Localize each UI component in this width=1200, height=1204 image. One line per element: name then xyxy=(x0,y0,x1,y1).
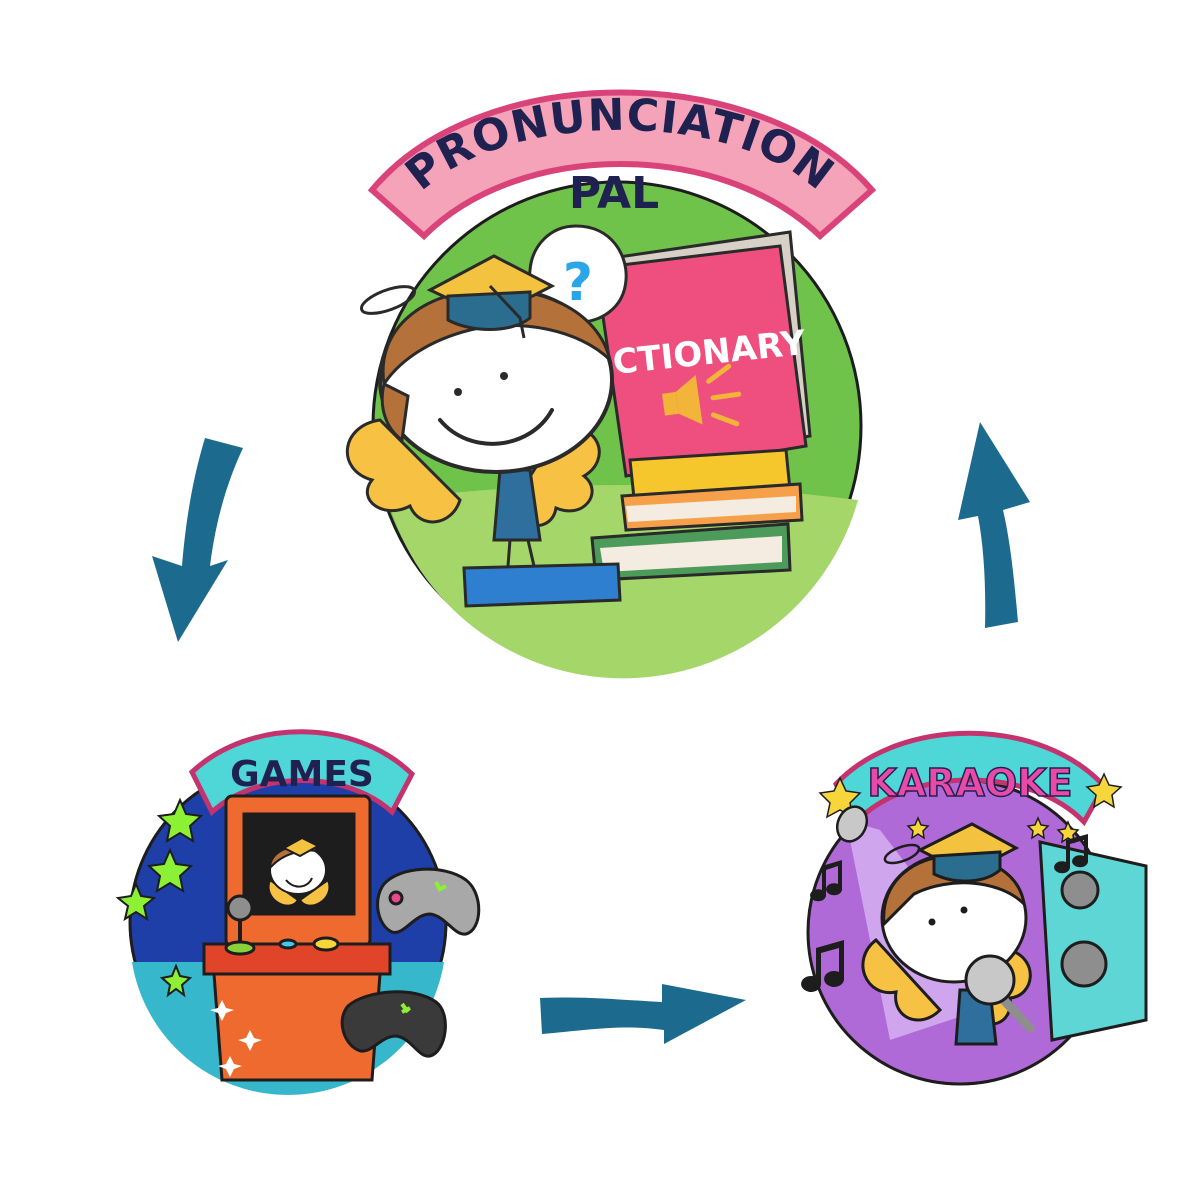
karaoke-badge[interactable]: KARAOKE xyxy=(801,730,1148,1086)
games-badge[interactable]: GAMES xyxy=(115,729,481,1095)
dictionary-book: DICTIONARY xyxy=(570,230,812,478)
graduation-cap-icon xyxy=(426,254,556,339)
graduation-cap-icon xyxy=(916,822,1020,883)
title-line-2: PAL xyxy=(569,168,659,219)
title-banner xyxy=(367,89,877,241)
speaker-box xyxy=(1038,840,1148,1042)
cycle-arrows xyxy=(152,422,1030,1044)
games-title: GAMES xyxy=(230,754,374,795)
microphone-icon xyxy=(964,954,1035,1033)
title-banner xyxy=(188,729,416,817)
pronunciation-pal-badge[interactable]: PRONUNCIATION PAL DICTIONARY ? xyxy=(346,89,877,679)
game-controller-icon xyxy=(340,990,447,1058)
karaoke-title: KARAOKE xyxy=(867,761,1072,805)
star-icon xyxy=(115,797,204,998)
game-controller-icon xyxy=(376,867,481,936)
spotlight-icon xyxy=(835,805,869,843)
graduation-cap-icon xyxy=(281,836,321,858)
speaker-icon xyxy=(661,363,742,427)
halo-icon xyxy=(359,285,417,315)
singer-character xyxy=(861,822,1035,1046)
mini-character xyxy=(267,836,331,907)
angel-character xyxy=(346,254,614,567)
arrow-right-bottom xyxy=(540,984,746,1044)
arrow-down-left xyxy=(152,438,243,642)
svg-text:?: ? xyxy=(563,253,593,313)
arrow-up-right xyxy=(958,422,1030,628)
wing-left xyxy=(346,418,462,524)
book-stack xyxy=(462,448,804,608)
halo-icon xyxy=(883,843,921,865)
music-note-icon xyxy=(801,834,1088,992)
